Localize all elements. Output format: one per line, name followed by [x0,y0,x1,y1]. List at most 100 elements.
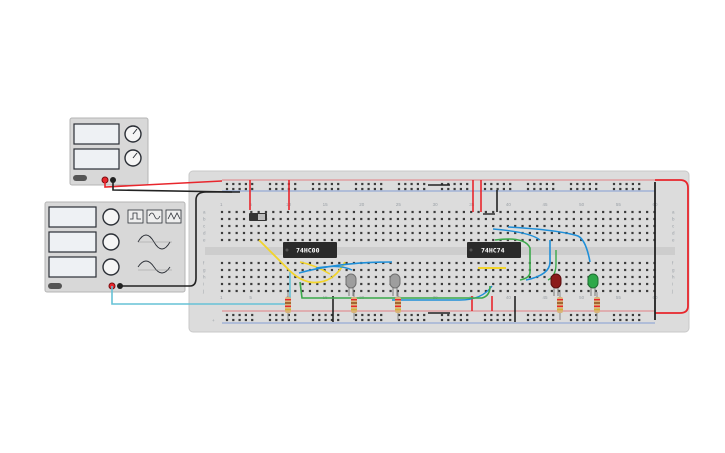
breadboard-hole[interactable] [396,289,400,293]
breadboard-hole[interactable] [588,187,591,191]
breadboard-hole[interactable] [308,231,312,235]
breadboard-hole[interactable] [426,210,429,214]
breadboard-hole[interactable] [323,275,326,279]
breadboard-hole[interactable] [514,289,517,293]
breadboard-hole[interactable] [440,187,444,191]
breadboard-hole[interactable] [624,238,627,242]
breadboard-hole[interactable] [367,282,370,286]
breadboard-hole[interactable] [323,261,326,265]
breadboard-hole[interactable] [396,231,400,235]
breadboard-hole[interactable] [225,182,229,186]
breadboard-hole[interactable] [582,313,585,317]
breadboard-hole[interactable] [397,313,401,317]
breadboard-hole[interactable] [624,282,627,286]
breadboard-hole[interactable] [624,210,627,214]
breadboard-hole[interactable] [558,231,561,235]
breadboard-hole[interactable] [232,313,235,317]
breadboard-hole[interactable] [397,182,401,186]
breadboard-hole[interactable] [308,275,312,279]
breadboard-hole[interactable] [625,318,628,322]
breadboard-hole[interactable] [638,238,641,242]
breadboard-hole[interactable] [352,238,356,242]
breadboard-hole[interactable] [616,268,619,272]
breadboard-hole[interactable] [235,268,238,272]
breadboard-hole[interactable] [543,289,546,293]
breadboard-hole[interactable] [251,187,254,191]
breadboard-hole[interactable] [539,318,542,322]
breadboard-hole[interactable] [638,187,641,191]
breadboard-hole[interactable] [484,217,487,221]
breadboard-hole[interactable] [638,318,641,322]
generator-signal-wire[interactable] [111,272,291,305]
breadboard-hole[interactable] [411,275,414,279]
breadboard-hole[interactable] [616,224,619,228]
breadboard-hole[interactable] [580,217,583,221]
breadboard-hole[interactable] [502,187,505,191]
breadboard-hole[interactable] [612,187,616,191]
breadboard-hole[interactable] [646,268,649,272]
breadboard-hole[interactable] [572,217,575,221]
breadboard-hole[interactable] [533,313,536,317]
breadboard-hole[interactable] [514,210,517,214]
breadboard-hole[interactable] [279,210,282,214]
breadboard-hole[interactable] [499,268,502,272]
breadboard-hole[interactable] [418,268,422,272]
breadboard-hole[interactable] [279,275,282,279]
breadboard-hole[interactable] [268,182,272,186]
breadboard-hole[interactable] [631,275,634,279]
breadboard-hole[interactable] [238,313,241,317]
yellow-wire-1[interactable] [258,239,291,272]
breadboard-hole[interactable] [410,187,413,191]
breadboard-hole[interactable] [631,217,634,221]
breadboard-hole[interactable] [631,318,634,322]
breadboard-hole[interactable] [323,224,326,228]
breadboard-hole[interactable] [220,282,224,286]
breadboard-hole[interactable] [330,318,333,322]
breadboard-hole[interactable] [286,282,290,286]
breadboard-hole[interactable] [609,210,612,214]
breadboard-hole[interactable] [619,182,622,186]
breadboard-hole[interactable] [447,187,450,191]
breadboard-hole[interactable] [264,275,268,279]
breadboard-hole[interactable] [526,182,530,186]
breadboard-hole[interactable] [323,289,326,293]
breadboard-hole[interactable] [602,282,605,286]
breadboard-hole[interactable] [410,318,413,322]
breadboard-hole[interactable] [324,318,327,322]
breadboard-hole[interactable] [514,282,517,286]
breadboard-hole[interactable] [582,187,585,191]
breadboard-hole[interactable] [462,238,465,242]
breadboard-hole[interactable] [533,182,536,186]
breadboard-hole[interactable] [499,261,502,265]
breadboard-hole[interactable] [367,318,370,322]
breadboard-hole[interactable] [367,313,370,317]
breadboard-hole[interactable] [550,268,553,272]
breadboard-hole[interactable] [528,282,531,286]
breadboard-hole[interactable] [496,313,499,317]
breadboard-hole[interactable] [646,289,649,293]
breadboard-hole[interactable] [316,217,319,221]
breadboard-hole[interactable] [539,187,542,191]
breadboard-hole[interactable] [272,224,275,228]
breadboard-hole[interactable] [361,187,364,191]
breadboard-hole[interactable] [462,210,465,214]
breadboard-hole[interactable] [250,261,253,265]
breadboard-hole[interactable] [587,224,590,228]
breadboard-hole[interactable] [455,217,458,221]
breadboard-hole[interactable] [389,210,392,214]
breadboard-hole[interactable] [220,231,224,235]
breadboard-hole[interactable] [318,318,321,322]
breadboard-hole[interactable] [330,282,334,286]
breadboard-hole[interactable] [338,224,341,228]
breadboard-hole[interactable] [367,217,370,221]
breadboard-hole[interactable] [374,231,378,235]
breadboard-hole[interactable] [496,318,499,322]
breadboard-hole[interactable] [396,224,400,228]
breadboard-hole[interactable] [380,187,383,191]
blue-wire-1[interactable] [298,261,393,274]
breadboard-hole[interactable] [506,261,509,265]
breadboard-hole[interactable] [264,224,268,228]
breadboard-hole[interactable] [301,282,304,286]
breadboard-hole[interactable] [459,187,462,191]
breadboard-hole[interactable] [374,217,378,221]
